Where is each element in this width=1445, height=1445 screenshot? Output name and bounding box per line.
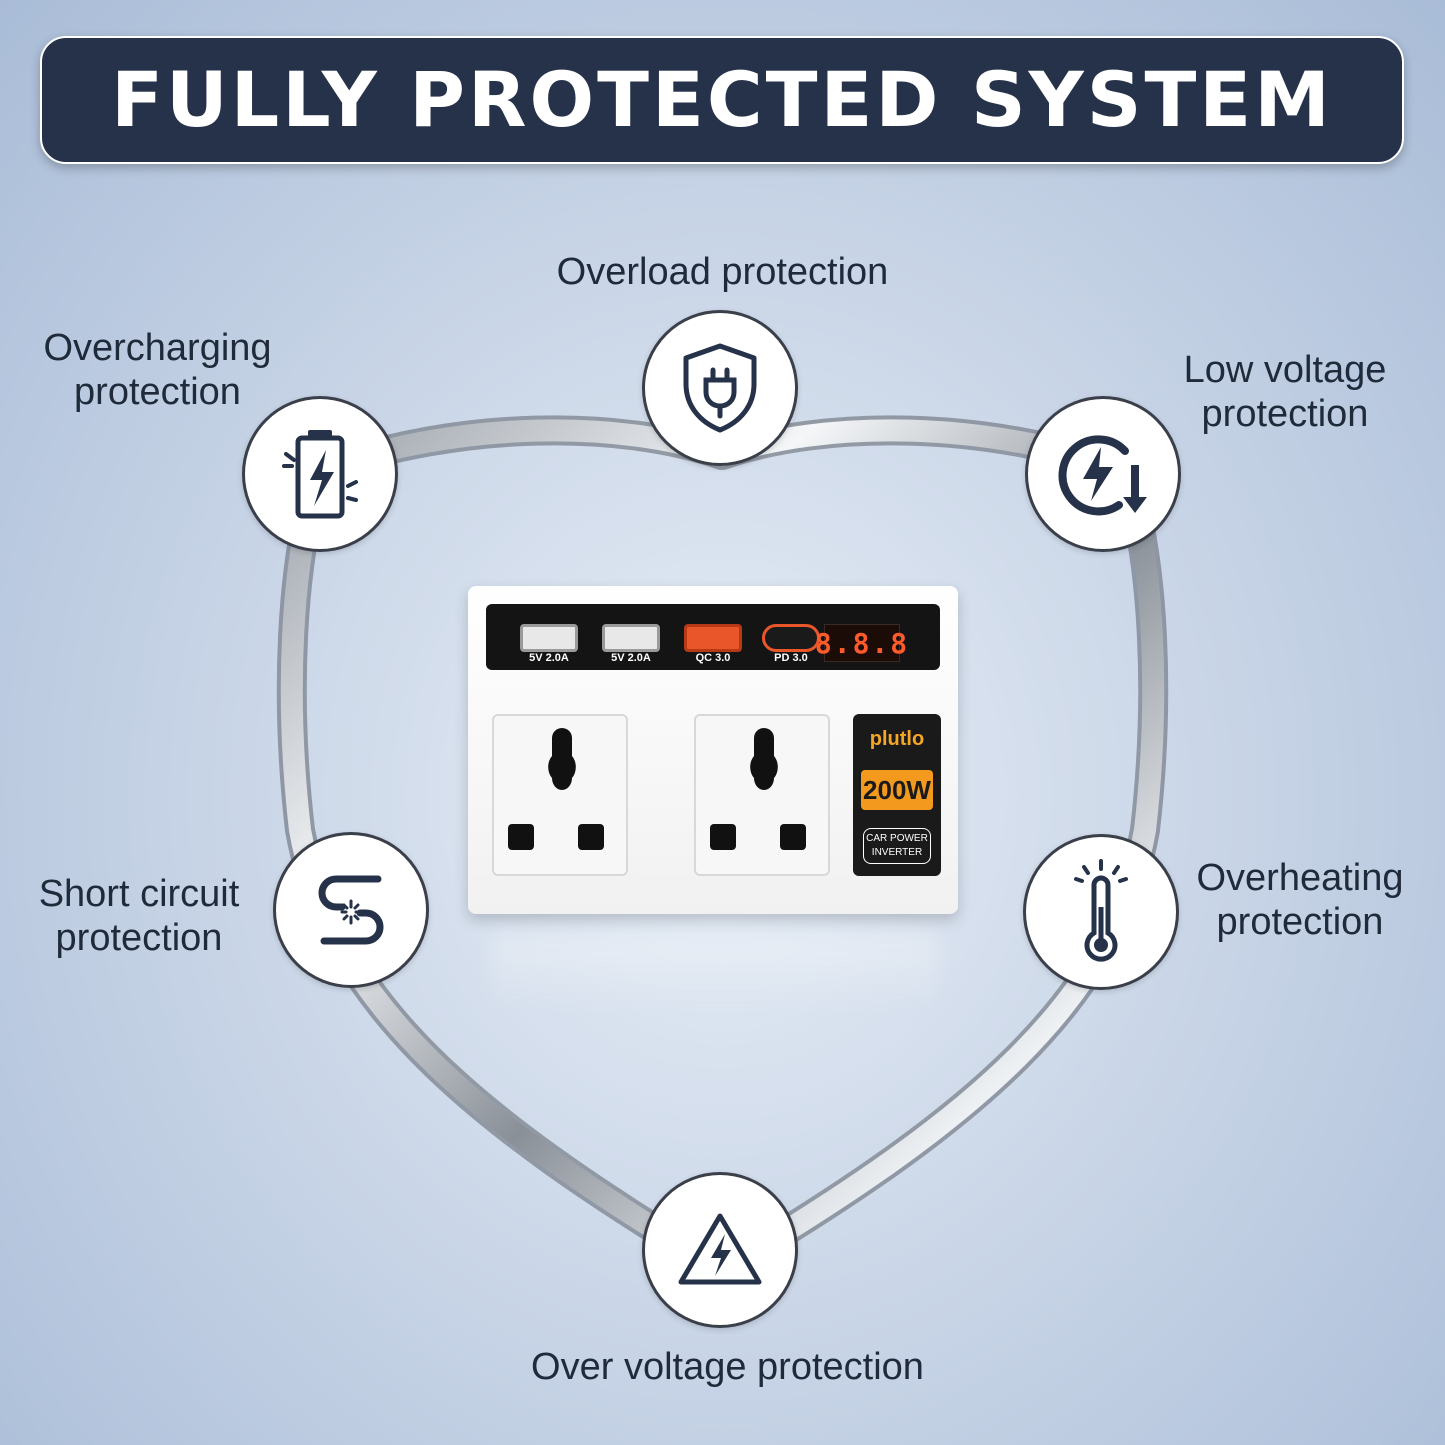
brand-badge: plutlo 200W CAR POWER INVERTER xyxy=(853,714,941,876)
overheating-label: Overheating protection xyxy=(1180,856,1420,944)
overheating-circle xyxy=(1023,834,1179,990)
port-label: PD 3.0 xyxy=(774,652,808,664)
over-voltage-circle xyxy=(642,1172,798,1328)
short-circuit-label: Short circuit protection xyxy=(10,872,268,960)
product-type: CAR POWER INVERTER xyxy=(863,828,931,864)
overcharging-label: Overcharging protection xyxy=(20,326,295,414)
wattage-label: 200W xyxy=(861,770,933,810)
port-label: 5V 2.0A xyxy=(611,652,651,664)
warning-lightning-icon xyxy=(678,1213,762,1285)
product-type-line2: INVERTER xyxy=(871,847,923,858)
overheating-line1: Overheating xyxy=(1196,857,1404,899)
usb-c-port xyxy=(762,624,820,652)
thermometer-icon xyxy=(1074,859,1128,962)
low-voltage-line1: Low voltage xyxy=(1183,349,1387,391)
car-power-inverter: 5V 2.0A 5V 2.0A QC 3.0 PD 3.0 8.8.8 plut… xyxy=(468,586,958,914)
title-banner: FULLY PROTECTED SYSTEM xyxy=(40,36,1404,164)
lightning-refresh-icon xyxy=(1058,435,1147,516)
short-circuit-line2: protection xyxy=(55,917,223,959)
overheating-line2: protection xyxy=(1216,901,1384,943)
port-label: 5V 2.0A xyxy=(529,652,569,664)
ac-socket xyxy=(694,714,830,876)
page-title: FULLY PROTECTED SYSTEM xyxy=(111,55,1333,144)
short-circuit-line1: Short circuit xyxy=(38,873,240,915)
product-reflection xyxy=(490,935,940,1015)
short-circuit-circle xyxy=(273,832,429,988)
ac-socket xyxy=(492,714,628,876)
overcharging-line1: Overcharging xyxy=(43,327,272,369)
low-voltage-line2: protection xyxy=(1201,393,1369,435)
qc-port xyxy=(684,624,742,652)
overcharging-line2: protection xyxy=(74,371,241,413)
overload-circle xyxy=(642,310,798,466)
socket-holes-icon xyxy=(710,728,806,850)
usb-panel: 5V 2.0A 5V 2.0A QC 3.0 PD 3.0 8.8.8 xyxy=(486,604,940,670)
low-voltage-circle xyxy=(1025,396,1181,552)
usb-a-port xyxy=(602,624,660,652)
socket-holes-icon xyxy=(508,728,604,850)
overload-label: Overload protection xyxy=(556,251,889,293)
over-voltage-label: Over voltage protection xyxy=(531,1346,924,1388)
short-circuit-wire-icon xyxy=(318,875,384,945)
low-voltage-label: Low voltage protection xyxy=(1150,348,1420,436)
led-display: 8.8.8 xyxy=(815,624,907,662)
usb-a-port xyxy=(520,624,578,652)
product-type-line1: CAR POWER xyxy=(866,833,928,844)
shield-plug-icon xyxy=(683,343,757,433)
brand-name: plutlo xyxy=(869,728,925,750)
overcharging-circle xyxy=(242,396,398,552)
damaged-battery-icon xyxy=(282,430,358,519)
port-label: QC 3.0 xyxy=(695,652,731,664)
